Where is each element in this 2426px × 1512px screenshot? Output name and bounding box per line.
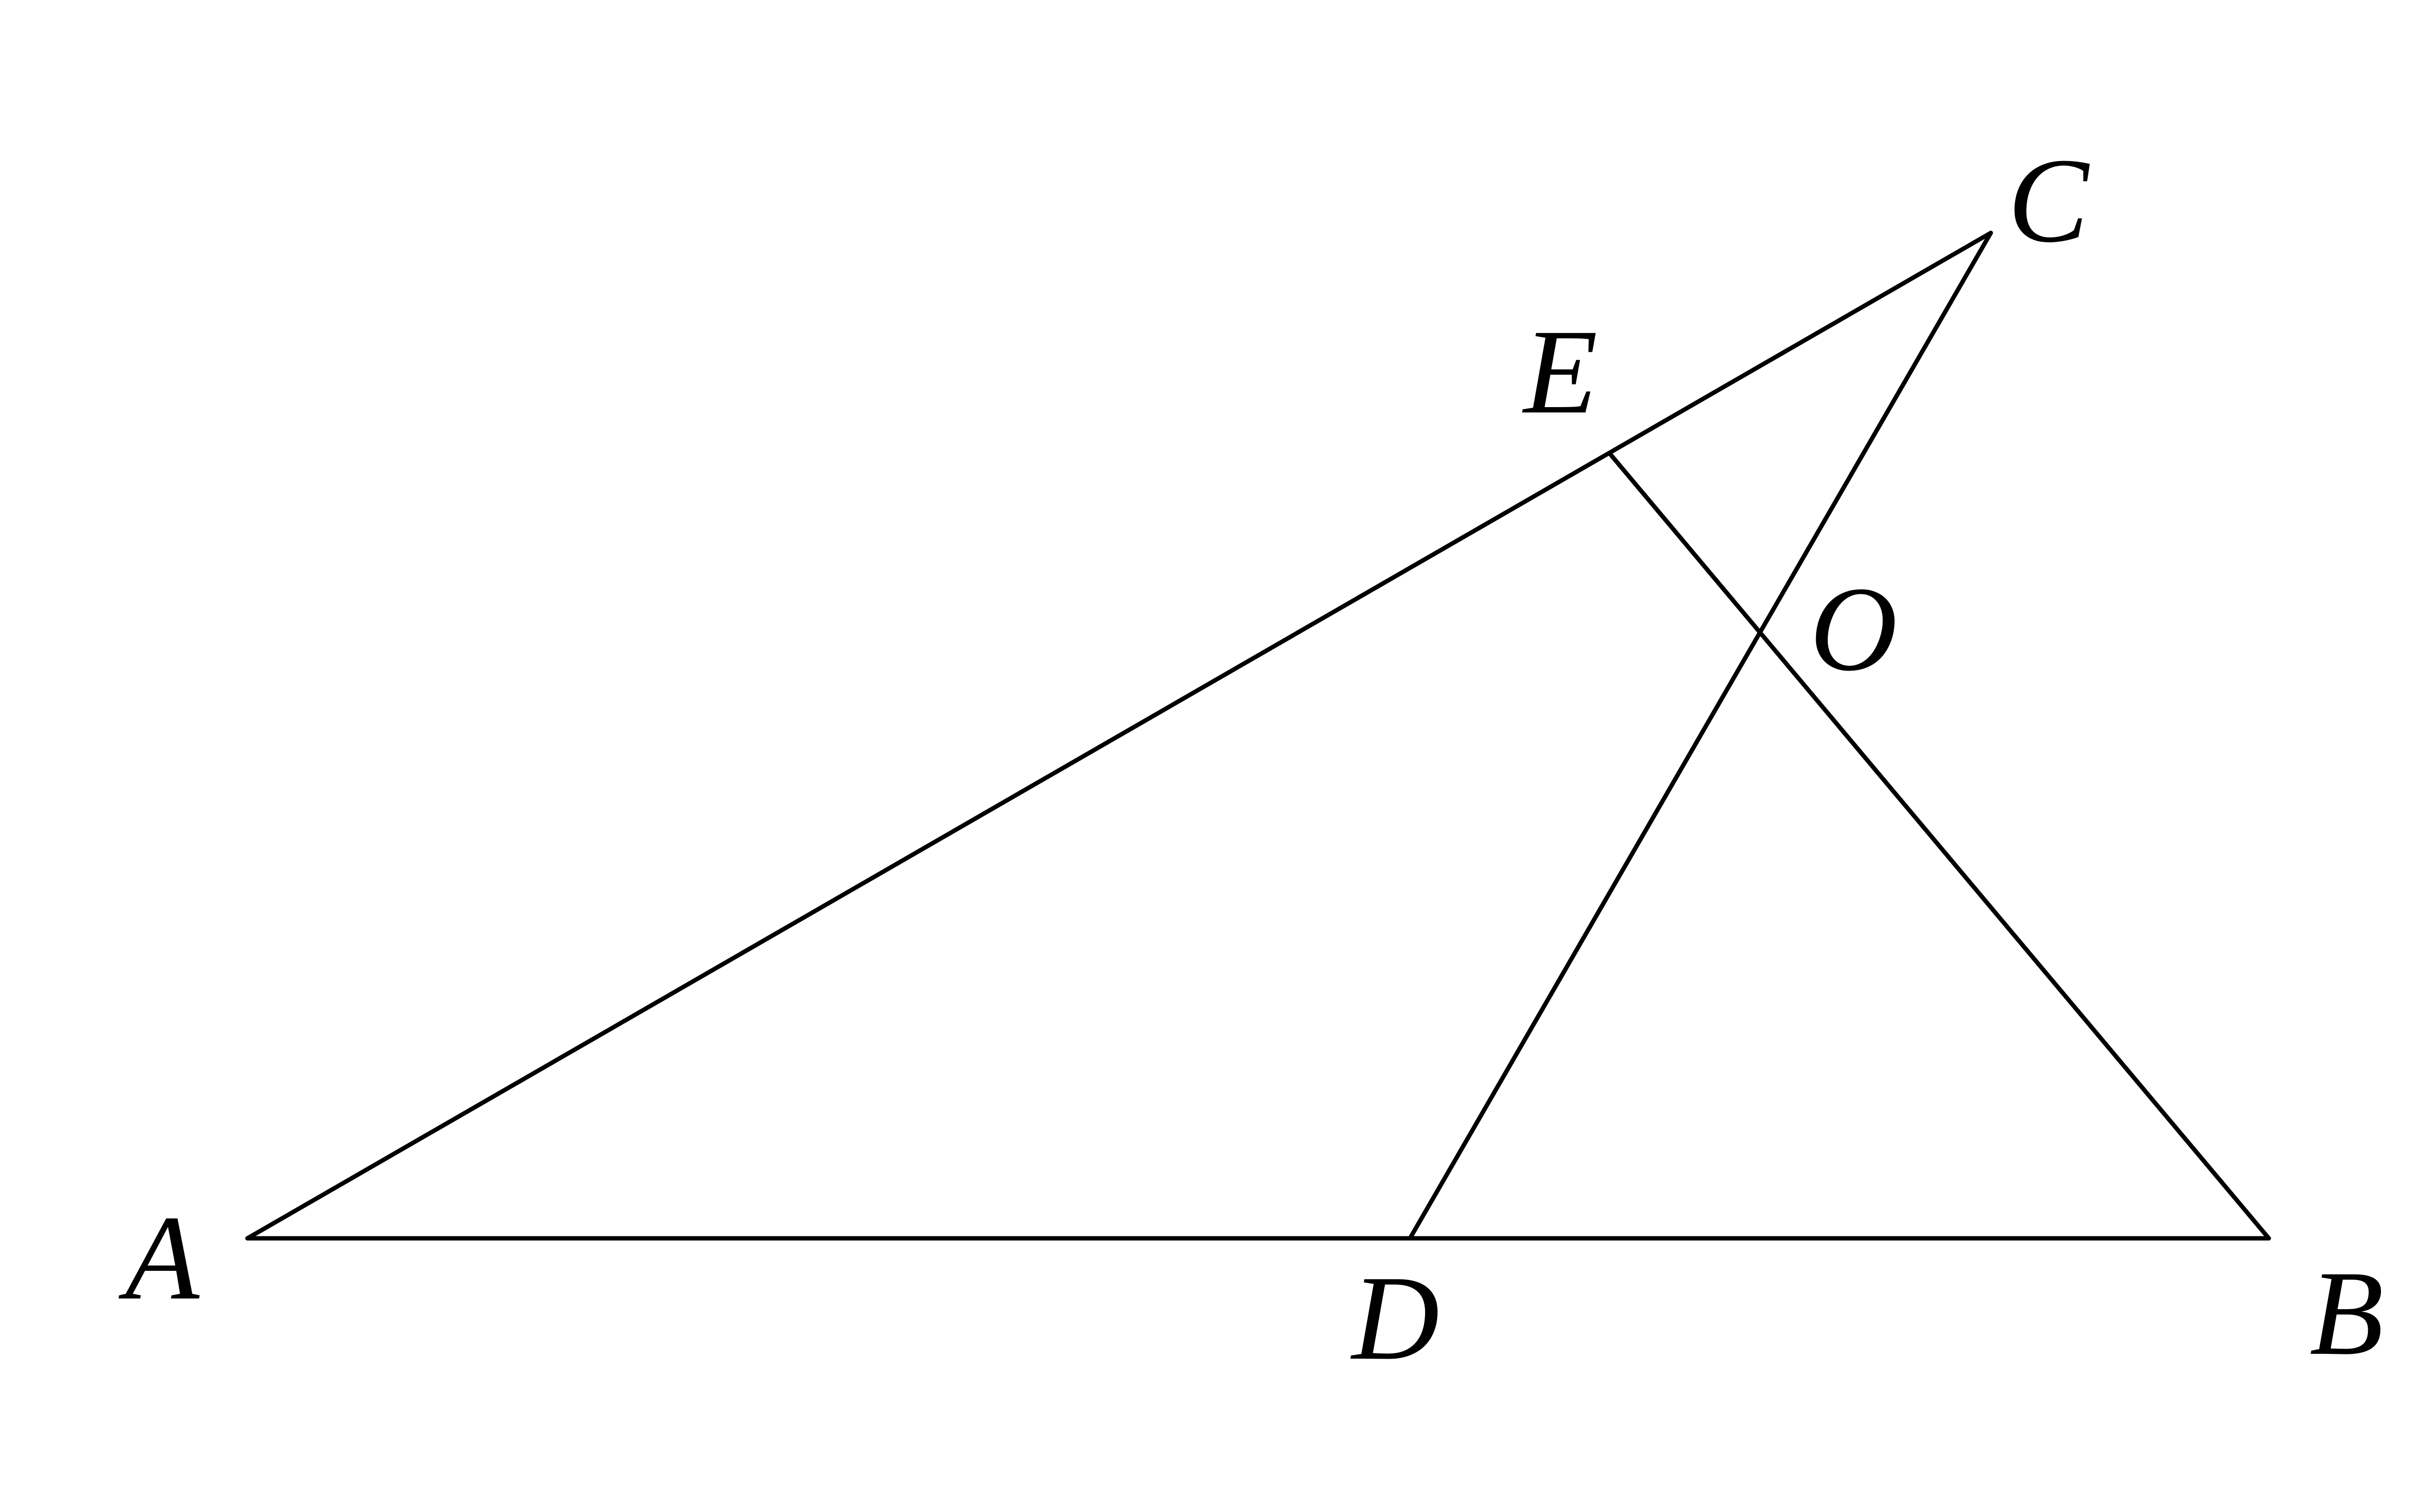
label-O: O xyxy=(1810,562,1898,696)
label-A: A xyxy=(118,1191,200,1325)
label-E: E xyxy=(1522,305,1598,439)
segment-AC xyxy=(245,230,1993,1241)
segment-CD xyxy=(1408,230,1993,1241)
label-C: C xyxy=(2008,133,2090,268)
segments-group xyxy=(245,230,2271,1241)
segment-BE xyxy=(1607,451,2271,1241)
labels-group: A B C D E O xyxy=(118,133,2384,1385)
label-B: B xyxy=(2310,1246,2384,1381)
label-D: D xyxy=(1350,1251,1440,1385)
